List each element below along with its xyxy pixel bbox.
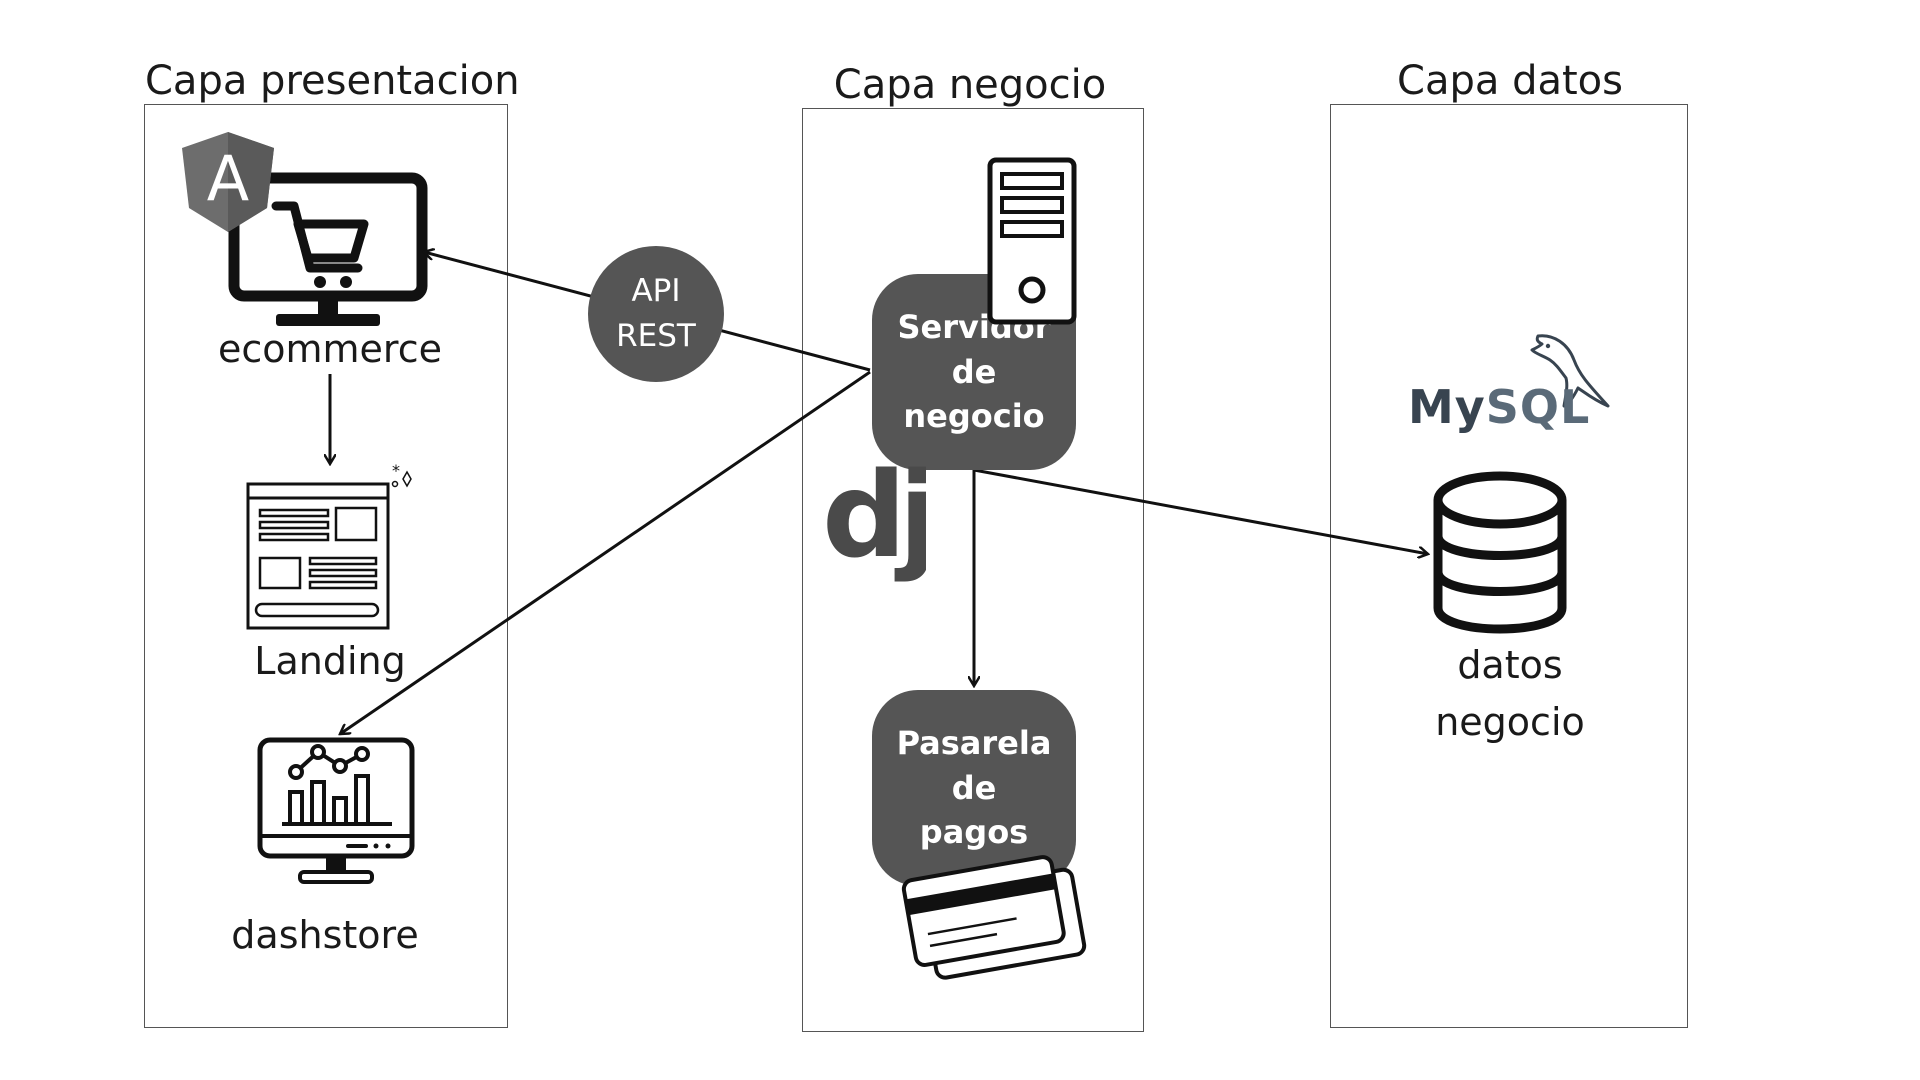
mysql-logo-sql: SQL (1485, 380, 1591, 434)
layer-title-data: Capa datos (1397, 58, 1623, 104)
layer-box-presentation (144, 104, 508, 1028)
api-label-line2: REST (616, 318, 696, 354)
dashstore-label: dashstore (231, 913, 419, 957)
angular-icon: A (182, 132, 274, 232)
server-tower-icon (987, 157, 1077, 325)
server-label-line2: negocio (903, 397, 1045, 436)
landing-label: Landing (254, 639, 406, 683)
database-label: datos negocio (1400, 640, 1620, 749)
layer-title-presentation: Capa presentacion (145, 58, 520, 104)
database-label-line2: negocio (1435, 700, 1585, 745)
arrow-server-to-dashstore (340, 370, 871, 734)
svg-text:A: A (207, 142, 249, 215)
layer-title-business: Capa negocio (833, 62, 1107, 108)
api-rest-node: API REST (588, 246, 724, 382)
mysql-logo: MySQL (1408, 380, 1590, 434)
mysql-dolphin-icon (1530, 334, 1610, 408)
dashboard-monitor-icon (257, 737, 415, 884)
api-label-line1: API (631, 273, 681, 310)
ecommerce-label: ecommerce (218, 327, 442, 371)
django-icon: dj (822, 466, 926, 584)
svg-text:*: * (392, 462, 400, 480)
ecommerce-monitor-icon (228, 172, 428, 326)
arrow-server-to-database (973, 468, 1428, 554)
credit-card-icon (901, 855, 1087, 980)
layer-box-business (802, 108, 1144, 1032)
layer-box-data (1330, 104, 1688, 1028)
database-icon (1433, 471, 1567, 634)
payment-label-line1: Pasarela de (896, 723, 1052, 807)
server-label-line1: Servidor de (897, 307, 1051, 391)
svg-text:dj: dj (822, 466, 926, 584)
mysql-logo-my: My (1408, 380, 1486, 434)
database-label-line1: datos (1457, 643, 1563, 687)
landing-page-icon: * (246, 462, 412, 630)
payment-label-line2: pagos (919, 813, 1029, 852)
payment-gateway-node: Pasarela de pagos (872, 690, 1076, 886)
